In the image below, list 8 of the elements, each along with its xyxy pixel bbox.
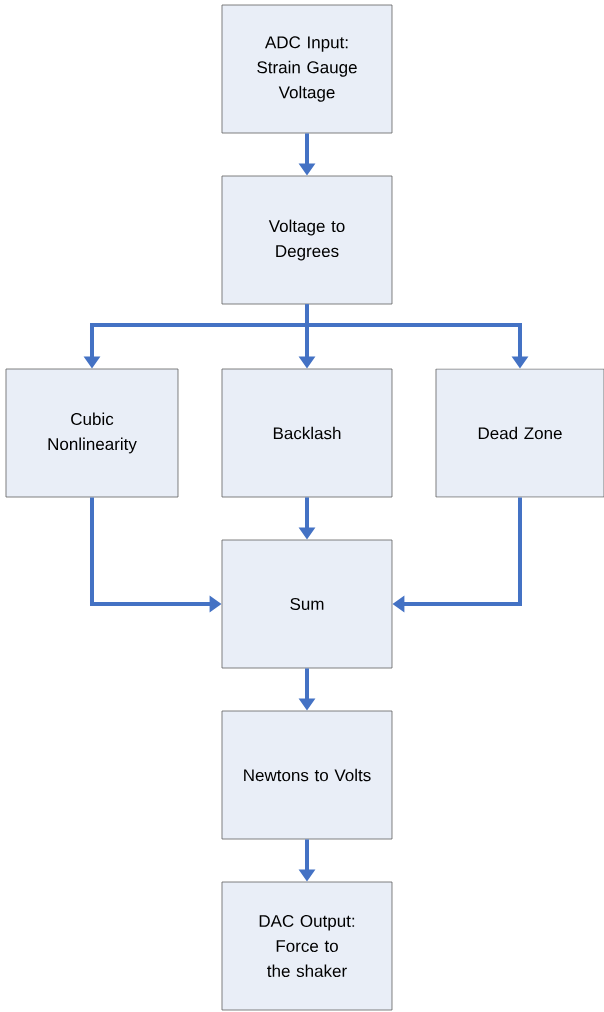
process-box: Cubic Nonlinearity	[5, 368, 179, 498]
process-box: Newtons to Volts	[221, 710, 393, 840]
process-box: ADC Input: Strain Gauge Voltage	[221, 4, 393, 134]
process-box: DAC Output: Force to the shaker	[221, 881, 393, 1011]
process-box: Dead Zone	[435, 368, 604, 498]
process-box: Backlash	[221, 368, 393, 498]
process-box: Sum	[221, 539, 393, 669]
process-box: Voltage to Degrees	[221, 175, 393, 305]
